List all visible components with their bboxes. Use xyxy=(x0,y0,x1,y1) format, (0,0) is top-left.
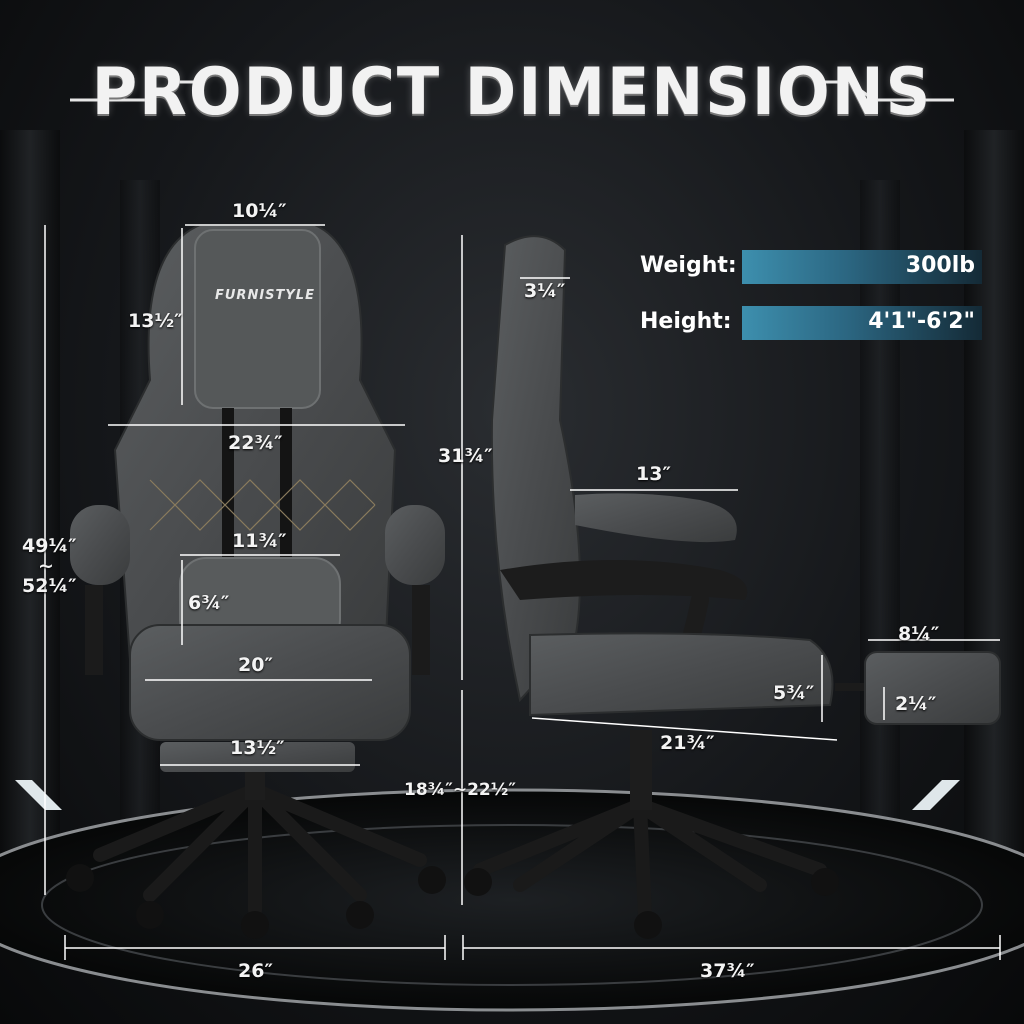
dim-back-height: 31¾″ xyxy=(438,445,493,467)
dim-total-height-max: 52¼″ xyxy=(22,575,77,597)
spec-value: 4'1"-6'2" xyxy=(868,309,975,334)
dim-headrest-height: 13½″ xyxy=(128,310,183,332)
dim-seat-height: 18¾″~22½″ xyxy=(404,780,516,800)
side-chair-illustration xyxy=(464,235,1001,939)
brand-logo-text: FURNISTYLE xyxy=(215,288,315,303)
dim-headrest-depth: 3¼″ xyxy=(524,280,566,302)
spec-bar xyxy=(742,250,982,284)
dim-footrest-width: 13½″ xyxy=(230,737,285,759)
dim-total-depth: 37¾″ xyxy=(700,960,755,982)
dim-seat-thickness: 5¾″ xyxy=(773,682,815,704)
dim-seat-width: 20″ xyxy=(238,654,273,676)
dim-base-width: 26″ xyxy=(238,960,273,982)
page-title: PRODUCT DIMENSIONS xyxy=(91,53,933,130)
dim-back-width: 22¾″ xyxy=(228,432,283,454)
dim-total-height-sep: ~ xyxy=(38,555,54,577)
spec-label: Height: xyxy=(640,309,732,334)
dim-lumbar-width: 11¾″ xyxy=(232,530,287,552)
dim-lumbar-height: 6¾″ xyxy=(188,592,230,614)
dimension-lines xyxy=(44,224,1001,960)
dim-footrest-length: 8¼″ xyxy=(898,623,940,645)
dim-headrest-width: 10¼″ xyxy=(232,200,287,222)
dim-armrest-length: 13″ xyxy=(636,463,671,485)
dim-seat-depth: 21¾″ xyxy=(660,732,715,754)
front-chair-illustration xyxy=(66,224,446,939)
dim-footrest-thickness: 2¼″ xyxy=(895,693,937,715)
spec-value: 300lb xyxy=(905,253,975,278)
spec-bar xyxy=(742,306,982,340)
spec-label: Weight: xyxy=(640,253,737,278)
dim-total-height-min: 49¼″ xyxy=(22,535,77,557)
